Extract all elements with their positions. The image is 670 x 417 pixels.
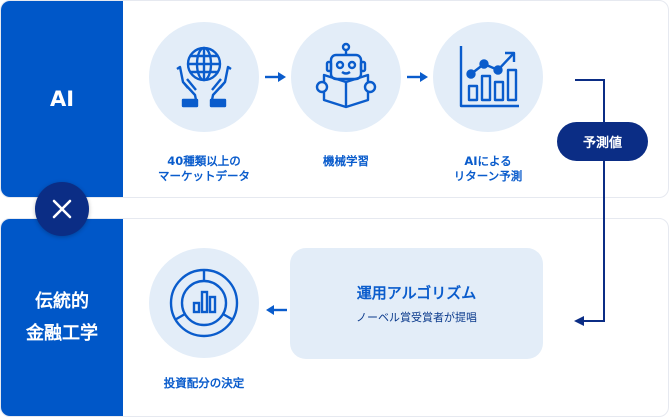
flow-node-label: 40種類以上の マーケットデータ	[158, 154, 250, 183]
algorithm-subtitle: ノーベル賞受賞者が提唱	[356, 311, 477, 324]
growth-chart-icon	[459, 46, 519, 108]
flow-node-label: 機械学習	[323, 154, 369, 168]
robot-reading-icon	[315, 42, 377, 109]
algorithm-title: 運用アルゴリズム	[356, 284, 477, 302]
donut-chart-icon	[169, 268, 239, 338]
finance-label-line2: 金融工学	[26, 322, 98, 344]
flow-node-label: AIによる リターン予測	[453, 154, 523, 183]
flow-node-market-data: 40種類以上の マーケットデータ	[149, 22, 259, 184]
flow-node-return-prediction: AIによる リターン予測	[433, 22, 543, 184]
close-icon	[52, 199, 72, 219]
combine-circle	[35, 182, 89, 236]
prediction-badge: 予測値	[557, 122, 648, 161]
algorithm-box: 運用アルゴリズム ノーベル賞受賞者が提唱	[290, 248, 543, 359]
finance-label-line1: 伝統的	[35, 290, 89, 312]
arrow-right-icon	[265, 72, 286, 82]
flow-node-machine-learning: 機械学習	[291, 22, 401, 169]
allocation-node: 投資配分の決定	[149, 248, 259, 391]
ai-row-label: AI	[1, 1, 123, 197]
globe-in-hands-icon	[176, 46, 232, 108]
finance-row-label: 伝統的 金融工学	[1, 219, 123, 416]
arrow-left-icon	[266, 305, 287, 315]
arrow-left-icon	[574, 316, 584, 326]
arrow-right-icon	[407, 72, 428, 82]
allocation-label: 投資配分の決定	[163, 376, 245, 390]
